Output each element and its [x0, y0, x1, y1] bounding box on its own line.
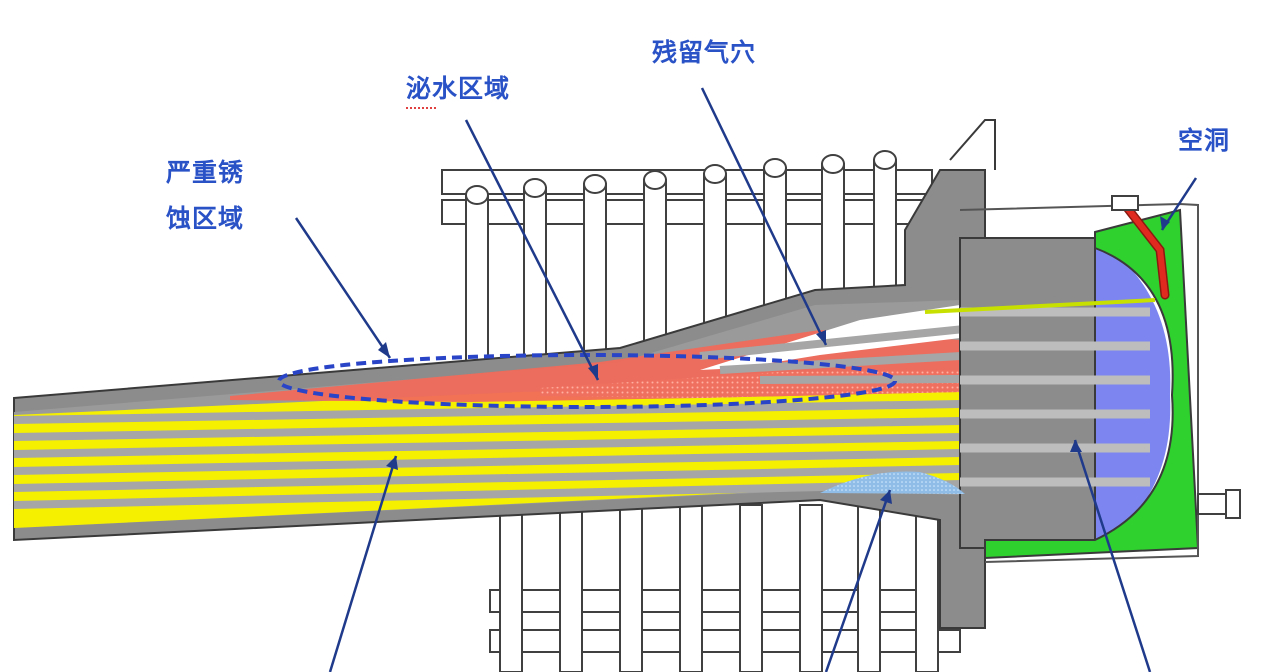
label-bleed-water-zone: 泌水区域: [406, 74, 511, 103]
bottom-rebar-cage: [489, 499, 961, 672]
bottom-rail-lower: [489, 629, 961, 653]
arrow-water: [880, 490, 892, 504]
callout-rust: [294, 217, 392, 359]
arrow-cavity: [1160, 216, 1170, 230]
arrow-strand: [386, 456, 398, 470]
end-cap: [984, 208, 1200, 560]
anchor-flange-top: [949, 119, 996, 170]
vent-cap: [1111, 195, 1139, 211]
bottom-rebar-8: [915, 504, 939, 672]
strand-lines: [13, 400, 961, 509]
label-residual-void: 残留气穴: [652, 38, 757, 67]
bottom-rebar-6: [799, 504, 823, 672]
label-severe-corrosion-line1: 严重锈: [166, 158, 245, 187]
anchor-head: [959, 237, 1096, 549]
arrow-void: [816, 330, 826, 345]
arrow-bleed: [588, 364, 598, 380]
rebar-3: [583, 174, 607, 385]
residual-void-region: [700, 305, 960, 370]
end-cap-frame: [959, 202, 1199, 563]
spellcheck-underline: [406, 103, 436, 109]
water-void-bottom: [820, 471, 965, 494]
label-cavity: 空洞: [1178, 126, 1231, 155]
arrow-anchor: [1070, 440, 1082, 452]
bottom-rebar-2: [559, 504, 583, 672]
top-rail-upper: [441, 169, 933, 195]
callout-bleed: [464, 119, 600, 381]
callout-strand: [328, 455, 398, 672]
top-yellow-strand: [924, 298, 1156, 314]
label-severe-corrosion-line2: 蚀区域: [166, 204, 245, 233]
bleed-zone-outline: [277, 353, 897, 409]
bottom-rebar-1: [499, 499, 523, 672]
callout-void: [700, 87, 828, 346]
vent-tube-fill: [1122, 202, 1168, 298]
callout-water: [824, 489, 892, 672]
anchor-wedges: [960, 307, 1150, 487]
callout-anchor: [1073, 439, 1152, 672]
bottom-rebar-3: [619, 504, 643, 672]
callout-lines: [294, 87, 1198, 672]
callout-arrowheads: [378, 216, 1170, 504]
bottom-rebar-5: [739, 504, 763, 672]
label-severe-corrosion-zone: 严重锈 蚀区域: [166, 156, 244, 236]
drain-bolt: [1197, 489, 1241, 519]
bottom-rebar-4: [679, 504, 703, 672]
arrow-rust: [378, 342, 390, 358]
top-rail-lower: [441, 199, 933, 225]
rebar-1: [465, 185, 489, 396]
